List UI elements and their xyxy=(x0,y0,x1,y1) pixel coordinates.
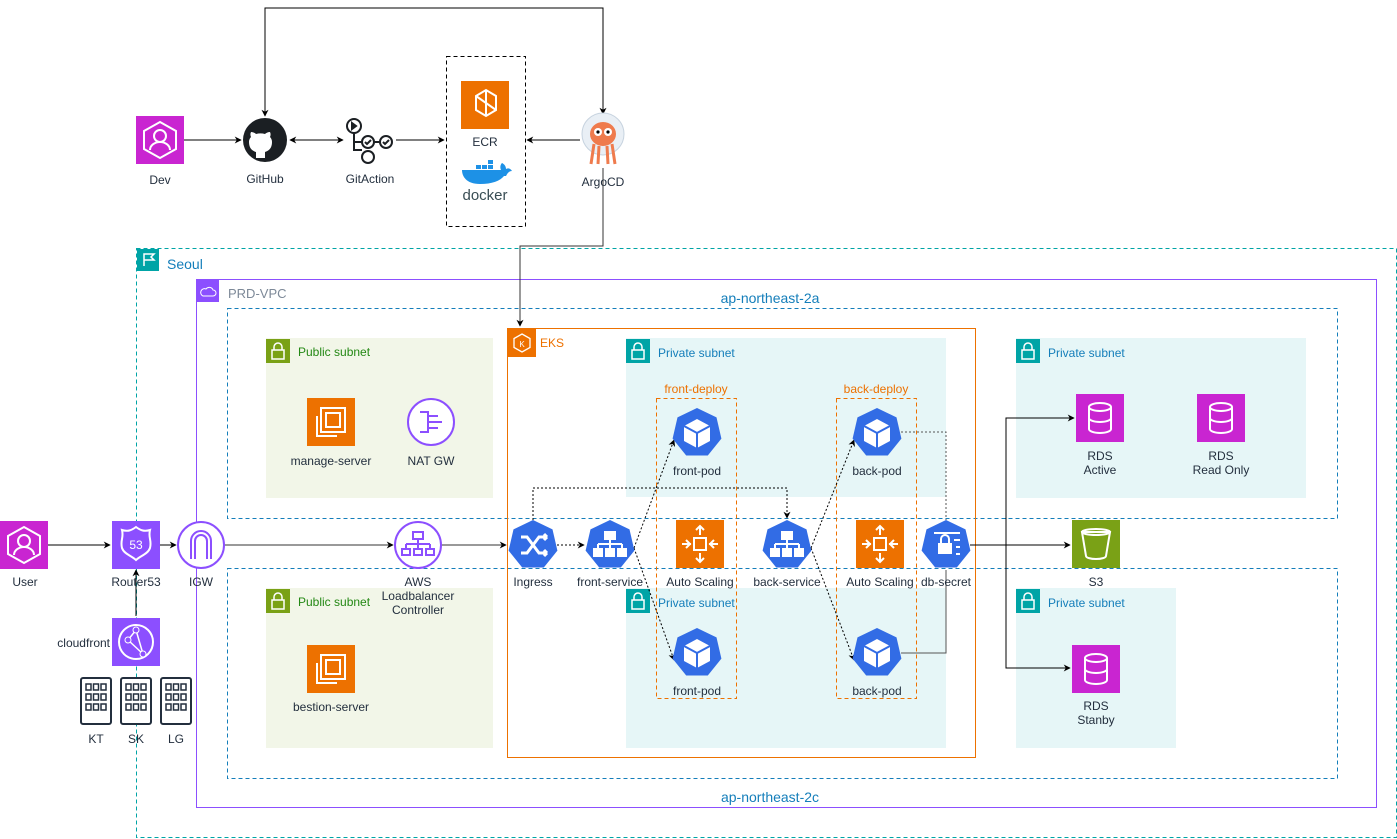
building-icon-kt xyxy=(80,677,112,725)
docker-logo-icon: docker xyxy=(462,160,512,204)
lb-label-line3: Controller xyxy=(392,603,444,617)
lock-icon xyxy=(1015,338,1041,364)
public-subnet-c: Public subnet xyxy=(265,588,493,748)
cloudfront-icon xyxy=(112,618,160,666)
svg-text:Private subnet: Private subnet xyxy=(658,596,735,610)
isp-label-lg: LG xyxy=(168,732,184,746)
manage-server-label: manage-server xyxy=(291,454,372,468)
rds-read-line2: Read Only xyxy=(1193,463,1250,477)
back-service-label: back-service xyxy=(753,575,821,589)
auto-scaling-icon-back xyxy=(855,519,905,569)
ecr-icon xyxy=(461,81,509,129)
rds-icon-read-only xyxy=(1196,393,1246,443)
rds-standby-line2: Stanby xyxy=(1077,713,1114,727)
svg-text:Public subnet: Public subnet xyxy=(298,345,371,359)
github-label: GitHub xyxy=(246,172,284,186)
ingress-label: Ingress xyxy=(513,575,552,589)
lb-label-line2: Loadbalancer xyxy=(382,589,455,603)
nat-gw-label: NAT GW xyxy=(408,454,456,468)
svg-text:Private subnet: Private subnet xyxy=(1048,596,1125,610)
isp-label-sk: SK xyxy=(128,732,144,746)
ec2-icon-bastion-server xyxy=(306,644,356,694)
az-a-label: ap-northeast-2a xyxy=(721,290,820,306)
s3-bucket-icon xyxy=(1072,520,1120,568)
front-service-icon xyxy=(586,520,635,568)
vpc-cloud-icon xyxy=(197,280,219,302)
rds-active-line2: Active xyxy=(1084,463,1117,477)
front-pod-label-a: front-pod xyxy=(673,464,721,478)
registry-group xyxy=(446,56,526,227)
rds-active-line1: RDS xyxy=(1087,449,1112,463)
rds-read-line1: RDS xyxy=(1208,449,1233,463)
az-c-group xyxy=(227,568,1338,779)
back-pod-label-c: back-pod xyxy=(852,684,901,698)
gitaction-label: GitAction xyxy=(346,172,395,186)
lock-icon xyxy=(265,338,291,364)
github-icon xyxy=(243,118,287,162)
back-service-icon xyxy=(763,520,812,568)
s3-label: S3 xyxy=(1089,575,1104,589)
auto-scaling-label-back: Auto Scaling xyxy=(846,575,913,589)
ecr-label: ECR xyxy=(472,135,498,149)
auto-scaling-label-front: Auto Scaling xyxy=(666,575,733,589)
vpc-label: PRD-VPC xyxy=(228,286,287,301)
user-icon xyxy=(0,520,49,570)
lock-icon xyxy=(625,338,651,364)
bastion-server-label: bestion-server xyxy=(293,700,369,714)
svg-text:Public subnet: Public subnet xyxy=(298,595,371,609)
eks-icon: K xyxy=(508,329,536,357)
rds-icon-active xyxy=(1075,393,1125,443)
router53-label: Router53 xyxy=(111,575,161,589)
eks-label: EKS xyxy=(540,336,564,350)
lock-icon xyxy=(265,588,291,614)
front-service-label: front-service xyxy=(577,575,643,589)
back-pod-label-a: back-pod xyxy=(852,464,901,478)
front-pod-label-c: front-pod xyxy=(673,684,721,698)
svg-text:K: K xyxy=(519,340,525,349)
back-deploy-group xyxy=(836,398,917,699)
public-subnet-a: Public subnet xyxy=(265,338,493,498)
cloudfront-label: cloudfront xyxy=(57,636,110,650)
front-deploy-group xyxy=(656,398,737,699)
github-actions-icon xyxy=(346,118,393,164)
ingress-icon xyxy=(508,520,558,568)
internet-gateway-icon xyxy=(177,521,225,569)
svg-text:Private subnet: Private subnet xyxy=(1048,346,1125,360)
az-a-group xyxy=(227,308,1338,519)
route53-icon: 53 xyxy=(112,521,160,569)
user-label: User xyxy=(12,575,37,589)
igw-label: IGW xyxy=(189,575,214,589)
building-icon-lg xyxy=(160,677,192,725)
argocd-icon xyxy=(581,112,625,165)
az-c-label: ap-northeast-2c xyxy=(721,789,819,805)
svg-text:53: 53 xyxy=(129,538,143,552)
nat-gateway-icon xyxy=(407,398,455,446)
eks-cluster-group xyxy=(507,328,976,758)
connectors xyxy=(48,7,1075,672)
isp-label-kt: KT xyxy=(88,732,104,746)
front-deploy-label: front-deploy xyxy=(664,382,727,396)
lock-icon xyxy=(625,588,651,614)
dev-label: Dev xyxy=(149,173,170,187)
building-icon-sk xyxy=(120,677,152,725)
ec2-icon-manage-server xyxy=(306,397,356,447)
rds-icon-standby xyxy=(1071,644,1121,694)
flag-icon xyxy=(137,249,159,271)
lock-icon xyxy=(1015,588,1041,614)
region-label: Seoul xyxy=(167,256,203,272)
svg-text:docker: docker xyxy=(462,187,507,204)
db-secret-label: db-secret xyxy=(921,575,972,589)
lb-label-line1: AWS xyxy=(405,575,432,589)
load-balancer-icon xyxy=(394,521,442,569)
rds-standby-line1: RDS xyxy=(1083,699,1108,713)
back-deploy-label: back-deploy xyxy=(844,382,909,396)
argocd-label: ArgoCD xyxy=(582,175,625,189)
auto-scaling-icon-front xyxy=(675,519,725,569)
secret-icon xyxy=(921,520,971,568)
svg-text:Private subnet: Private subnet xyxy=(658,346,735,360)
private-subnet-eks-c: Private subnet xyxy=(625,588,946,748)
dev-user-icon xyxy=(135,115,185,165)
